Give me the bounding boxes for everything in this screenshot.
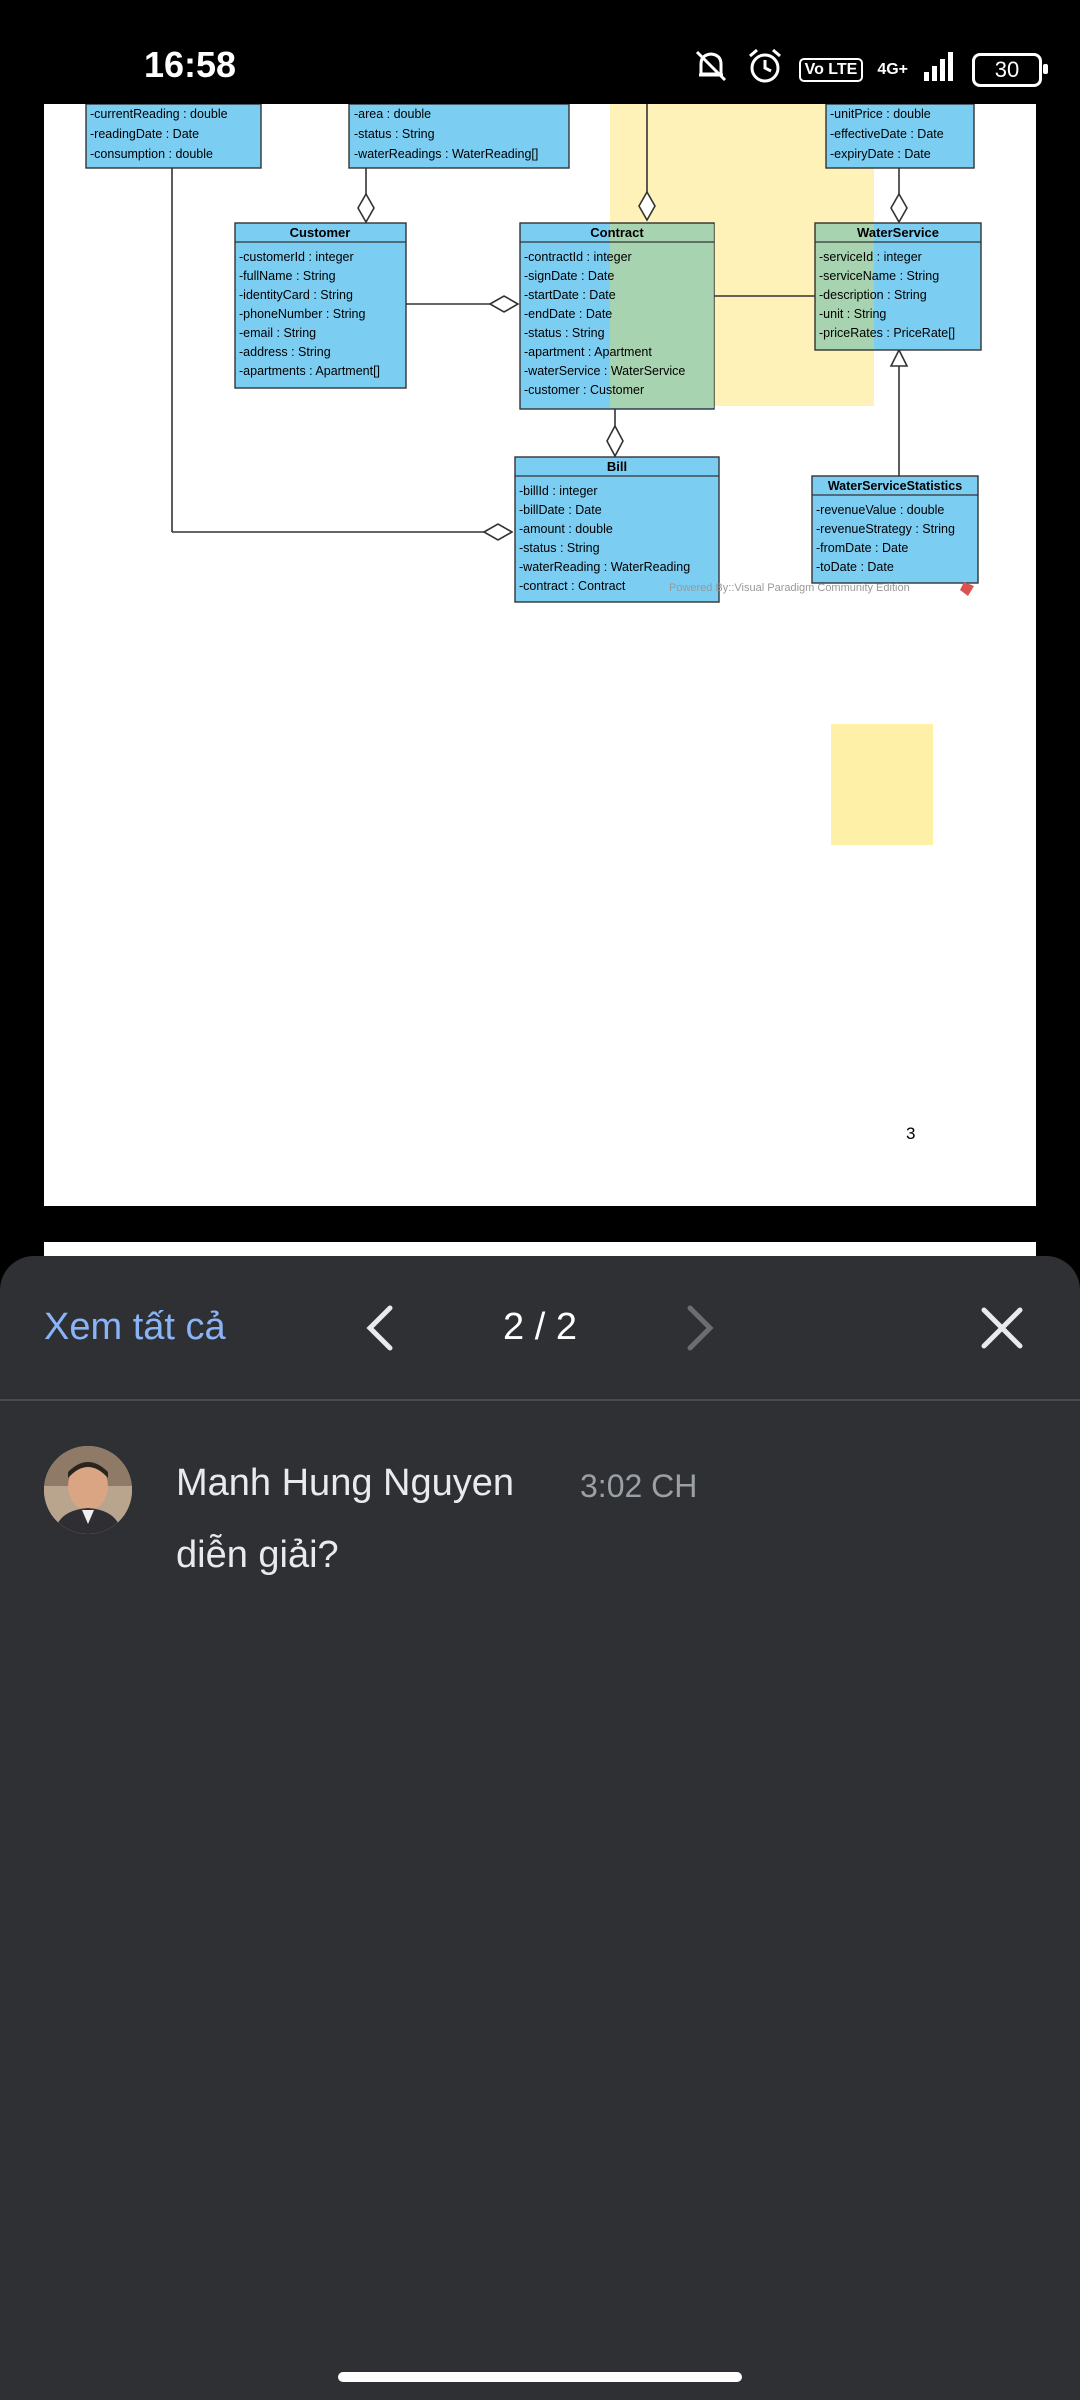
document-page: -currentReading : double -readingDate : …: [44, 104, 1036, 1206]
class-attribute: -contract : Contract: [519, 579, 626, 593]
sheet-divider: [0, 1399, 1080, 1401]
class-attribute: -serviceId : integer: [819, 250, 922, 264]
generalization-arrow: [889, 348, 909, 367]
uml-class-diagram: -currentReading : double -readingDate : …: [85, 104, 982, 845]
home-indicator[interactable]: [338, 2372, 742, 2382]
battery-icon: 30: [972, 53, 1048, 87]
class-attribute: -unitPrice : double: [830, 107, 931, 121]
class-attribute: -expiryDate : Date: [830, 147, 931, 161]
class-attribute: -area : double: [354, 107, 431, 121]
class-pricerate: -unitPrice : double -effectiveDate : Dat…: [825, 104, 975, 169]
class-attribute: -contractId : integer: [524, 250, 632, 264]
class-bill: Bill -billId : integer -billDate : Date …: [514, 456, 720, 603]
status-icons: Vo LTE 4G+ 30: [691, 46, 1048, 94]
class-contract: Contract -contractId : integer -signDate…: [519, 222, 715, 410]
class-attribute: -priceRates : PriceRate[]: [819, 326, 955, 340]
class-attribute: -unit : String: [819, 307, 886, 321]
aggregation-diamond: [638, 190, 656, 222]
highlight-annotation-small: [831, 724, 933, 845]
class-attribute: -apartments : Apartment[]: [239, 364, 380, 378]
class-waterreading: -currentReading : double -readingDate : …: [85, 104, 262, 169]
class-name: WaterService: [857, 225, 939, 240]
class-attribute: -waterService : WaterService: [524, 364, 685, 378]
class-name: WaterServiceStatistics: [828, 479, 962, 493]
class-attribute: -customerId : integer: [239, 250, 354, 264]
class-waterservice: WaterService -serviceId : integer -servi…: [814, 222, 982, 351]
class-attribute: -status : String: [524, 326, 605, 340]
class-attribute: -status : String: [519, 541, 600, 555]
class-attribute: -currentReading : double: [90, 107, 228, 121]
class-customer: Customer -customerId : integer -fullName…: [234, 222, 407, 389]
class-attribute: -serviceName : String: [819, 269, 939, 283]
class-name: Contract: [590, 225, 644, 240]
class-attribute: -customer : Customer: [524, 383, 644, 397]
class-attribute: -fromDate : Date: [816, 541, 908, 555]
network-type-label: 4G+: [877, 61, 908, 78]
class-attribute: -identityCard : String: [239, 288, 353, 302]
aggregation-diamond: [488, 295, 520, 313]
class-attribute: -waterReadings : WaterReading[]: [354, 147, 538, 161]
class-attribute: -status : String: [354, 127, 435, 141]
page-number: 3: [906, 1124, 916, 1143]
chevron-left-icon[interactable]: [360, 1298, 400, 1358]
class-attribute: -waterReading : WaterReading: [519, 560, 690, 574]
class-apartment: -area : double -status : String -waterRe…: [348, 104, 570, 169]
visual-paradigm-logo-icon: [960, 582, 974, 596]
aggregation-diamond: [482, 523, 514, 541]
alarm-icon: [745, 46, 785, 94]
class-attribute: -phoneNumber : String: [239, 307, 366, 321]
class-attribute: -description : String: [819, 288, 927, 302]
comment-text: diễn giải?: [176, 1534, 339, 1576]
aggregation-diamond: [890, 192, 908, 224]
class-attribute: -signDate : Date: [524, 269, 614, 283]
see-all-link[interactable]: Xem tất cả: [44, 1306, 226, 1348]
mute-icon: [691, 46, 731, 94]
comment-sheet: Xem tất cả 2 / 2 Manh Hung Nguyen 3:02 C…: [0, 1256, 1080, 2400]
class-attribute: -revenueStrategy : String: [816, 522, 955, 536]
class-attribute: -endDate : Date: [524, 307, 612, 321]
class-name: Customer: [290, 225, 351, 240]
class-attribute: -consumption : double: [90, 147, 213, 161]
class-attribute: -fullName : String: [239, 269, 336, 283]
class-attribute: -address : String: [239, 345, 331, 359]
class-attribute: -apartment : Apartment: [524, 345, 652, 359]
class-waterservicestatistics: WaterServiceStatistics -revenueValue : d…: [811, 475, 979, 584]
class-attribute: -toDate : Date: [816, 560, 894, 574]
comment-author: Manh Hung Nguyen: [176, 1462, 514, 1504]
class-attribute: -email : String: [239, 326, 316, 340]
aggregation-diamond: [357, 192, 375, 224]
class-attribute: -billDate : Date: [519, 503, 602, 517]
class-attribute: -billId : integer: [519, 484, 598, 498]
signal-icon: [922, 50, 958, 90]
class-attribute: -readingDate : Date: [90, 127, 199, 141]
status-bar: 16:58 Vo LTE 4G+ 30: [0, 0, 1080, 100]
aggregation-diamond: [606, 424, 624, 458]
chevron-right-icon[interactable]: [680, 1298, 720, 1358]
class-name: Bill: [607, 459, 627, 474]
class-attribute: -revenueValue : double: [816, 503, 944, 517]
diagram-watermark: Powered By::Visual Paradigm Community Ed…: [669, 582, 910, 594]
comment-time: 3:02 CH: [580, 1468, 698, 1504]
class-attribute: -startDate : Date: [524, 288, 616, 302]
avatar[interactable]: [44, 1446, 132, 1534]
volte-icon: Vo LTE: [798, 58, 864, 82]
status-time: 16:58: [144, 44, 237, 85]
class-attribute: -effectiveDate : Date: [830, 127, 944, 141]
close-icon[interactable]: [976, 1302, 1028, 1354]
class-attribute: -amount : double: [519, 522, 613, 536]
page-indicator: 2 / 2: [503, 1306, 577, 1348]
